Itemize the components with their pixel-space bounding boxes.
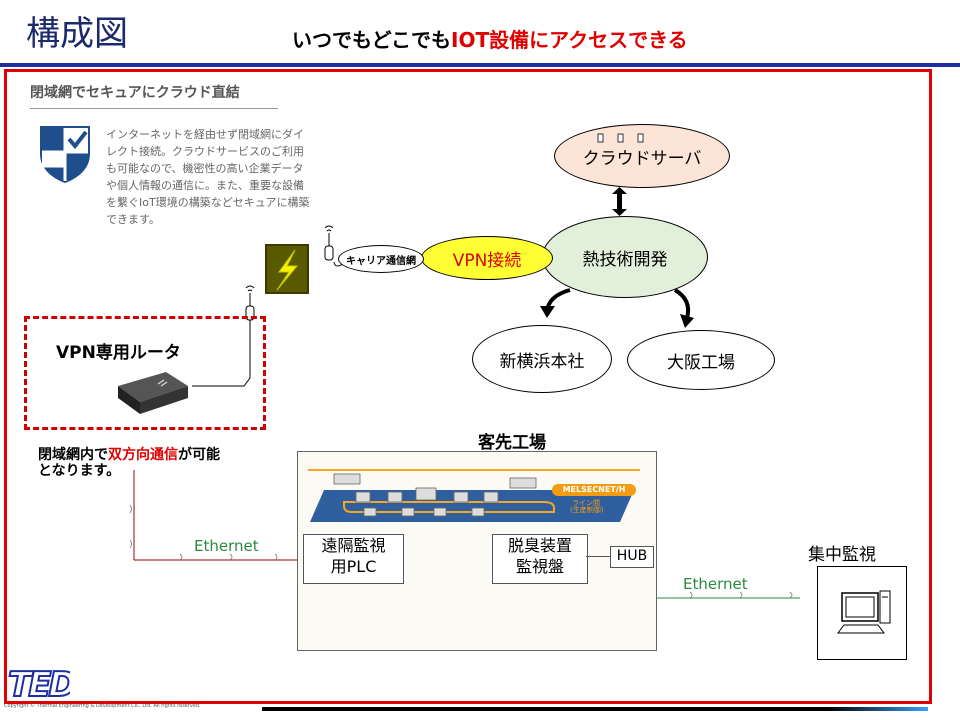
vpn-label: VPN接続 xyxy=(452,250,522,271)
vpn-node: VPN接続 xyxy=(421,236,553,280)
production-line-illustration xyxy=(304,466,644,528)
company-hub-label: 熱技術開発 xyxy=(582,249,668,270)
factory-title: 客先工場 xyxy=(478,433,546,453)
central-monitoring-label: 集中監視 xyxy=(808,545,876,565)
hub-link xyxy=(586,556,610,557)
slide-title: 構成図 xyxy=(26,14,128,54)
cloud-server-label: クラウドサーバ xyxy=(582,148,702,169)
ethernet-label-plc: Ethernet xyxy=(194,537,259,555)
company-logo: TED xyxy=(6,664,79,706)
router-device-icon xyxy=(108,366,192,418)
server-icon xyxy=(597,128,647,143)
cloud-server-node: クラウドサーバ xyxy=(554,124,730,188)
remote-plc-box: 遠隔監視 用PLC xyxy=(303,534,404,584)
closed-network-note: 閉域網内で双方向通信が可能 となります。 xyxy=(38,447,220,479)
footer-bar xyxy=(262,707,928,711)
slide-subtitle: いつでもどこでもIOT設備にアクセスできる xyxy=(292,28,688,52)
info-panel-divider xyxy=(30,108,278,109)
carrier-network-label: キャリア通信網 xyxy=(346,255,416,267)
central-monitoring-box xyxy=(817,566,907,660)
lightning-icon xyxy=(265,244,309,294)
computer-icon xyxy=(836,589,892,641)
vpn-router-group xyxy=(24,316,266,430)
shield-check-icon xyxy=(38,124,92,184)
deodorizer-panel-box: 脱臭装置 監視盤 xyxy=(492,534,588,584)
copyright-text: Copyright © Thermal Engineering & Develo… xyxy=(4,703,201,709)
antenna-icon xyxy=(321,224,337,268)
info-panel-body: インターネットを経由せず閉域網にダイレクト接続。クラウドサービスのご利用も可能な… xyxy=(106,128,310,226)
hub-box: HUB xyxy=(610,546,654,568)
title-divider xyxy=(0,63,960,67)
info-panel-heading: 閉域網でセキュアにクラウド直結 xyxy=(30,85,240,101)
branch-node-osaka: 大阪工場 xyxy=(627,330,775,390)
branch-node-shin-yokohama: 新横浜本社 xyxy=(472,325,612,393)
melsecnet-banner: MELSECNET/H ライン間 (生産制御) xyxy=(552,484,640,514)
branch-label-shin-yokohama: 新横浜本社 xyxy=(499,351,585,372)
svg-text:TED: TED xyxy=(8,665,70,700)
carrier-network-node: キャリア通信網 xyxy=(338,245,424,273)
vpn-router-label: VPN専用ルータ xyxy=(56,343,181,363)
ethernet-label-monitor: Ethernet xyxy=(683,575,748,593)
branch-label-osaka: 大阪工場 xyxy=(667,352,735,373)
content-frame xyxy=(4,69,932,704)
company-hub-node: 熱技術開発 xyxy=(542,216,708,298)
